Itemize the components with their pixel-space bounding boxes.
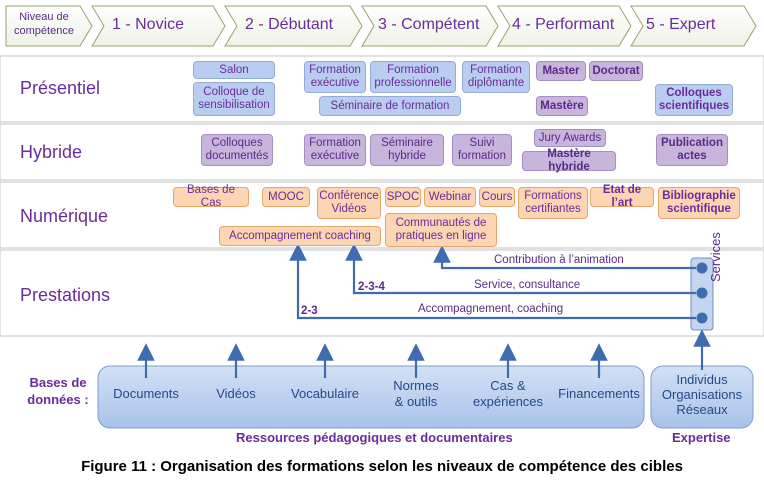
- chip-mooc: MOOC: [262, 187, 310, 207]
- chip-publication-actes: Publication actes: [656, 134, 728, 166]
- chip-cours: Cours: [479, 187, 515, 207]
- row-label-prestations: Prestations: [20, 285, 111, 305]
- service-contribution-label: Contribution à l’animation: [494, 254, 624, 266]
- expertise-entities: Individus Organisations Réseaux: [661, 372, 743, 417]
- chip-jury-awards: Jury Awards: [534, 129, 606, 147]
- footer-expertise: Expertise: [672, 430, 731, 445]
- chip-suivi-formation: Suivi formation: [452, 134, 512, 166]
- chip-formation-executive: Formation exécutive: [304, 61, 366, 93]
- chip-spoc: SPOC: [385, 187, 421, 207]
- level-label-2: 2 - Débutant: [245, 16, 334, 33]
- chip-master: Master: [536, 61, 586, 81]
- resource-cas-experiences: Cas & expériences: [472, 378, 544, 409]
- chip-mastere-hybride: Mastère hybride: [522, 148, 616, 173]
- chip-doctorat: Doctorat: [589, 61, 643, 81]
- level-label-0: Niveau de compétence: [14, 11, 74, 37]
- chip-formation-professionnelle: Formation professionnelle: [370, 61, 456, 93]
- level-label-1: 1 - Novice: [112, 16, 185, 33]
- figure-caption: Figure 11 : Organisation des formations …: [81, 458, 683, 475]
- resources-box: [97, 365, 645, 429]
- services-dot-1: [696, 262, 708, 274]
- chip-seminaire-formation: Séminaire de formation: [319, 96, 461, 116]
- services-label: Services: [708, 232, 723, 282]
- services-dot-2: [696, 287, 708, 299]
- chip-salon: Salon: [193, 61, 275, 79]
- level-chevrons: [5, 5, 757, 47]
- chip-bases-de-cas: Bases de Cas: [173, 184, 249, 209]
- resource-arrows: [137, 329, 711, 378]
- resource-videos: Vidéos: [216, 386, 256, 401]
- chip-colloques-scientifiques: Colloques scientifiques: [655, 84, 733, 116]
- service-levels-23: 2-3: [301, 305, 318, 317]
- chip-formations-certifiantes: Formations certifiantes: [518, 187, 588, 219]
- resource-vocabulaire: Vocabulaire: [291, 386, 359, 401]
- chip-communautes-pratiques: Communautés de pratiques en ligne: [385, 213, 497, 247]
- service-consultance-label: Service, consultance: [474, 279, 581, 291]
- row-label-numerique: Numérique: [20, 206, 109, 226]
- level-label-5: 5 - Expert: [646, 16, 716, 33]
- service-coaching-label: Accompagnement, coaching: [418, 303, 564, 315]
- row-label-presentiel: Présentiel: [20, 78, 101, 98]
- services-dot-3: [696, 312, 708, 324]
- resource-documents: Documents: [113, 386, 179, 401]
- resource-financements: Financements: [558, 386, 640, 401]
- chip-colloques-documentes: Colloques documentés: [201, 134, 273, 166]
- chip-conference-videos: Conférence Vidéos: [317, 187, 381, 219]
- chip-formation-executive-hybride: Formation exécutive: [304, 134, 366, 166]
- chip-colloque-sensibilisation: Colloque de sensibilisation: [193, 82, 275, 116]
- resource-normes-outils: Normes & outils: [393, 378, 439, 409]
- chip-mastere: Mastère: [536, 96, 588, 116]
- chip-formation-diplomante: Formation diplômante: [462, 61, 530, 93]
- footer-resources: Ressources pédagogiques et documentaires: [236, 430, 513, 445]
- bases-label: Bases de données :: [27, 375, 89, 407]
- service-connectors: [289, 243, 696, 320]
- chip-bibliographie-scientifique: Bibliographie scientifique: [658, 187, 740, 219]
- row-label-hybride: Hybride: [20, 142, 83, 162]
- level-label-3: 3 - Compétent: [378, 16, 480, 33]
- chip-etat-de-lart: Etat de l’art: [590, 184, 654, 209]
- chip-webinar: Webinar: [424, 187, 476, 207]
- chip-seminaire-hybride: Séminaire hybride: [370, 134, 444, 166]
- level-label-4: 4 - Performant: [512, 16, 615, 33]
- service-levels-234: 2-3-4: [358, 281, 385, 293]
- chip-accompagnement-coaching: Accompagnement coaching: [219, 226, 381, 246]
